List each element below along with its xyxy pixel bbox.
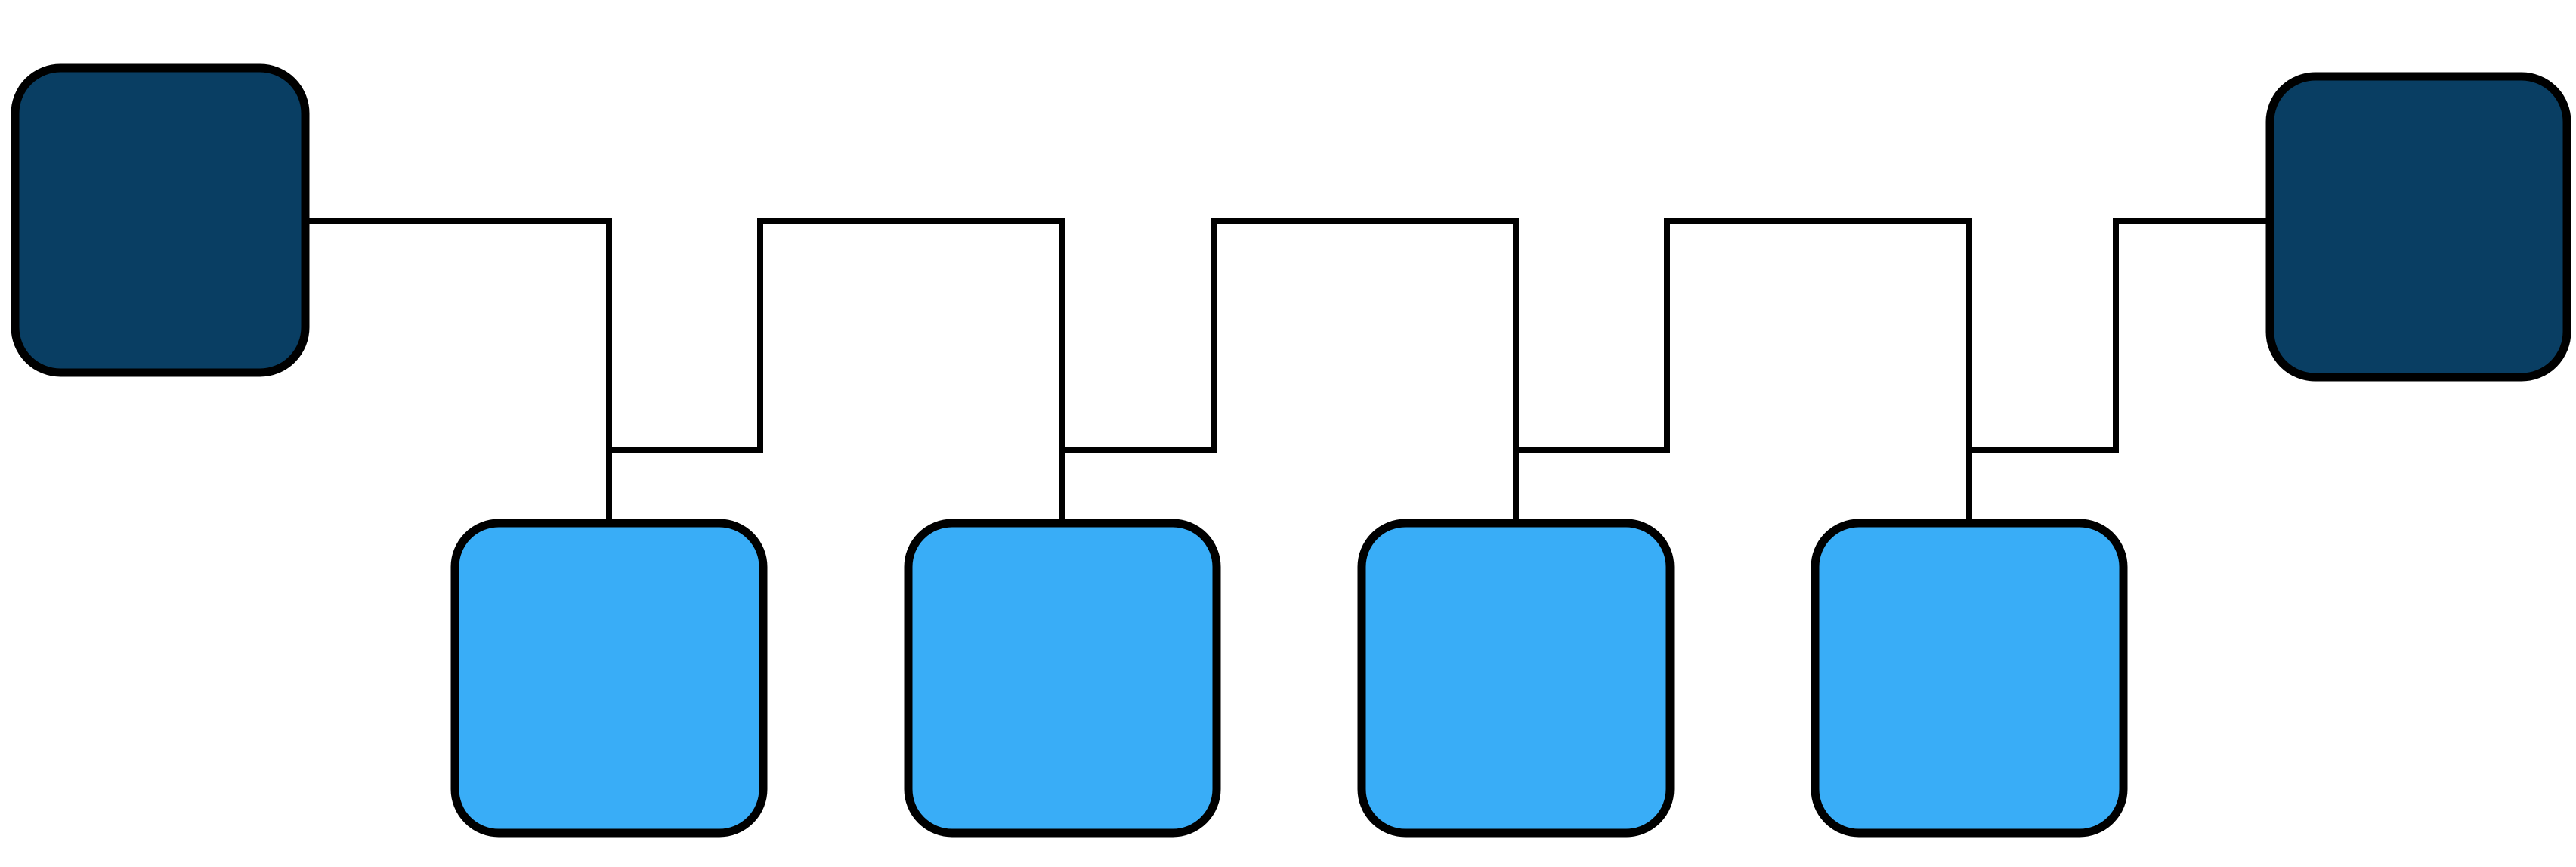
- chain-node-3: [1357, 519, 1675, 838]
- chain-node-2: [904, 519, 1221, 838]
- edge-node-1-to-node-2: [609, 218, 1065, 523]
- edge-terminal-left-to-node-1: [305, 218, 612, 523]
- edge-node-2-to-node-3: [1062, 218, 1519, 523]
- edge-node-4-to-terminal-right: [1969, 218, 2270, 453]
- terminal-node-left: [11, 63, 310, 377]
- edge-node-3-to-node-4: [1516, 218, 1972, 523]
- terminal-node-right: [2265, 72, 2571, 382]
- chain-node-4: [1811, 519, 2128, 838]
- chain-node-1: [450, 519, 768, 838]
